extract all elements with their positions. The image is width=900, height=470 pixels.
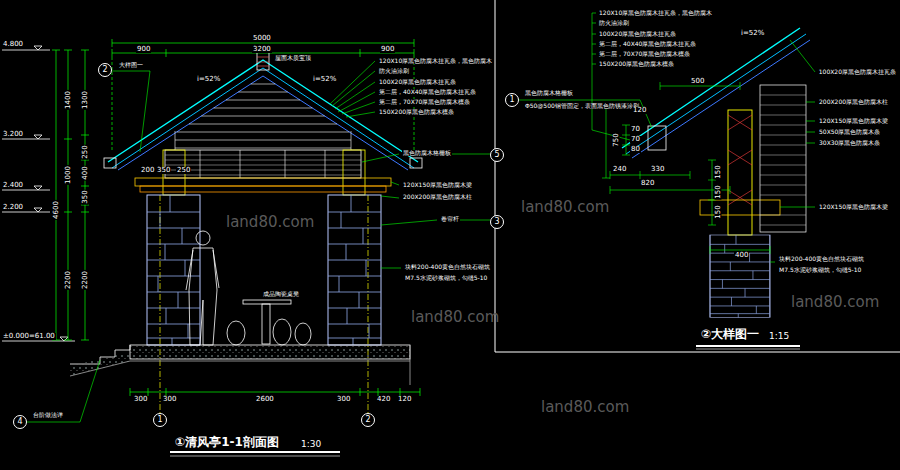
dimension: i=52% [312, 76, 337, 83]
watermark: land80.com [790, 295, 880, 310]
elevation-mark: 4.800 [2, 41, 24, 48]
elevation-mark: ±0.000=61.00 [2, 333, 56, 340]
annotation: 成品陶瓷桌凳 [262, 291, 300, 297]
annotation: 120X10厚黑色防腐木挂瓦条，黑色防腐木 [378, 58, 493, 64]
callout-number: 4 [17, 418, 22, 426]
annotation: 台阶做法详 [32, 412, 64, 418]
dimension: 400 [82, 165, 89, 180]
annotation: 120X10厚黑色防腐木挂瓦条，黑色防腐木 [598, 10, 713, 16]
dimension: 200 [140, 167, 155, 174]
annotation: 120X150厚黑色防腐木梁 [818, 204, 889, 210]
scale-note: 1:15 [768, 332, 790, 341]
watermark: land80.com [410, 310, 500, 325]
dimension: 70 [630, 136, 641, 143]
annotation: 第二层，40X40厚黑色防腐木挂瓦条 [378, 89, 477, 95]
dimension: 900 [380, 46, 395, 53]
annotation: 150X200厚黑色防腐木檩条 [598, 61, 675, 67]
dimension: 3200 [252, 46, 272, 53]
annotation: 防火油涂刷 [378, 68, 410, 74]
dimension: 150 [715, 204, 722, 219]
watermark: land80.com [225, 215, 315, 230]
dimension: 150 [715, 164, 722, 179]
annotation: 块料200-400黄色自然块石砌筑 [404, 264, 491, 270]
dimension: 1000 [65, 165, 72, 185]
elevation-mark: 2.400 [2, 182, 24, 189]
dimension: i=52% [740, 30, 765, 37]
callout-circle: 1 [153, 413, 167, 427]
dimension: 1300 [82, 90, 89, 110]
callout-number: 1 [157, 416, 162, 424]
dimension: 70 [630, 126, 641, 133]
annotation: 200X200厚黑色防腐木柱 [818, 99, 889, 105]
dimension: 400 [734, 252, 749, 259]
dimension: 80 [630, 146, 641, 153]
annotation: 第二层，40X40厚黑色防腐木挂瓦条 [598, 41, 697, 47]
dimension: 240 [612, 166, 627, 173]
annotation: 块料200-400黄色自然块石砌筑 [778, 256, 865, 262]
dimension: 750 [613, 132, 620, 147]
annotation: 大样图一 [118, 62, 144, 68]
callout-circle: 2 [98, 63, 112, 77]
annotation: 黑色防腐木格栅板 [524, 90, 574, 96]
dimension: 250 [176, 167, 191, 174]
annotation: 第二层，70X70厚黑色防腐木檩条 [378, 99, 471, 105]
dimension: 1400 [65, 90, 72, 110]
annotation: 50X50厚黑色防腐木条 [818, 129, 881, 135]
dimension: 420 [376, 396, 391, 403]
elevation-mark: 2.200 [2, 204, 24, 211]
dimension: 350 [82, 189, 89, 204]
callout-circle: 1 [505, 93, 519, 107]
dimension: 120 [632, 107, 647, 114]
dimension: 150 [715, 184, 722, 199]
dimension: i=52% [196, 76, 221, 83]
callout-number: 2 [102, 66, 107, 74]
watermark: land80.com [520, 200, 610, 215]
dimension: 300 [162, 396, 177, 403]
annotation: 120X150厚黑色防腐木梁 [402, 182, 473, 188]
annotation: 100X20厚黑色防腐木挂瓦条 [818, 69, 897, 75]
annotation: 黑色防腐木格栅板 [402, 150, 452, 156]
annotation: 200X200厚黑色防腐木柱 [402, 194, 473, 200]
dimension: 2200 [65, 270, 72, 290]
elevation-mark: 3.200 [2, 131, 24, 138]
dimension: 120 [397, 396, 412, 403]
annotation: M7.5水泥砂浆砌筑，勾缝5-10 [404, 275, 488, 281]
dimension: 2600 [255, 396, 275, 403]
drawing-title: ②大样图一 [700, 328, 760, 340]
dimension: 250 [82, 144, 89, 159]
dimension: 300 [336, 396, 351, 403]
annotation: Φ50@500钢管固定，表面黑色防锈漆涂刷 [524, 103, 640, 109]
annotation: 第二层，70X70厚黑色防腐木檩条 [598, 51, 691, 57]
watermark: land80.com [540, 400, 630, 415]
dimension: 330 [650, 166, 665, 173]
dimension: 5000 [252, 35, 272, 42]
dimension: 4600 [53, 200, 60, 220]
dimension: 300 [133, 396, 148, 403]
dimension: 500 [690, 78, 705, 85]
callout-circle: 5 [490, 148, 504, 162]
dimension: 820 [640, 180, 655, 187]
annotation: 30X30厚黑色防腐木条 [818, 140, 881, 146]
annotation: 120X150厚黑色防腐木梁 [818, 118, 889, 124]
callout-number: 2 [365, 416, 370, 424]
callout-number: 3 [494, 218, 499, 226]
annotation: 100X20厚黑色防腐木挂瓦条 [378, 79, 457, 85]
dimension: 350 [156, 167, 171, 174]
drawing-title: ①清风亭1-1剖面图 [174, 436, 280, 448]
callout-number: 1 [509, 96, 514, 104]
annotation: 100X20厚黑色防腐木挂瓦条 [598, 31, 677, 37]
callout-circle: 4 [13, 415, 27, 429]
callout-circle: 3 [490, 215, 504, 229]
callout-circle: 2 [361, 413, 375, 427]
annotation: M7.5水泥砂浆砌筑，勾缝5-10 [778, 267, 862, 273]
annotation: 屋面木质宝顶 [274, 55, 312, 61]
annotation: 防火油涂刷 [598, 20, 630, 26]
dimension: 900 [136, 46, 151, 53]
annotation: 卷帘杆 [440, 216, 460, 222]
dimension: 2200 [82, 270, 89, 290]
annotation: 150X200厚黑色防腐木檩条 [378, 109, 455, 115]
callout-number: 5 [494, 151, 499, 159]
scale-note: 1:30 [300, 440, 322, 449]
